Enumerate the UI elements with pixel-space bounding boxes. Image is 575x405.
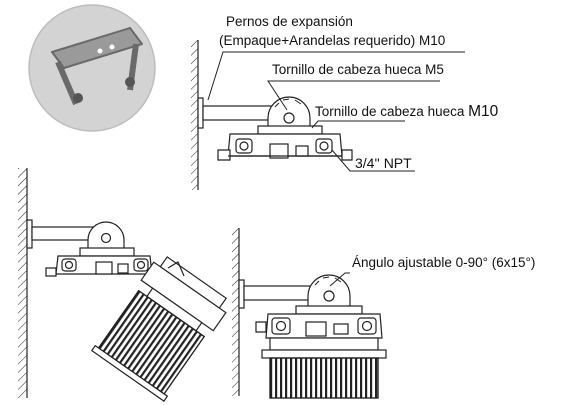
expansion-bolts-label: Pernos de expansión: [226, 14, 353, 29]
fixture-tilted: [18, 168, 228, 402]
fixture-top: [191, 40, 353, 190]
wall-hatch-top: [191, 40, 198, 190]
leader-angle: [329, 272, 350, 287]
mount-arm-right: [243, 285, 317, 301]
adjustable-angle-label: Ángulo ajustable 0-90° (6x15°): [352, 255, 536, 270]
u-bracket-icon: [51, 27, 143, 106]
npt-label: 3/4'' NPT: [355, 155, 412, 171]
bracket-photo-panel: [28, 4, 156, 132]
socket-screw-m10-size: M10: [468, 103, 499, 120]
wall-hatch-left: [18, 168, 27, 398]
leader-lines-top: [207, 51, 465, 172]
socket-screw-m5-label: Tornillo de cabeza hueca M5: [272, 62, 444, 77]
expansion-bolts-spec-label: (Empaque+Arandelas requerido) M10: [219, 33, 446, 48]
socket-screw-m10-text: Tornillo de cabeza hueca: [315, 104, 469, 119]
fixture-front: [232, 228, 387, 399]
wall-hatch-right: [232, 228, 239, 396]
socket-screw-m10-label: Tornillo de cabeza hueca M10: [315, 104, 498, 120]
